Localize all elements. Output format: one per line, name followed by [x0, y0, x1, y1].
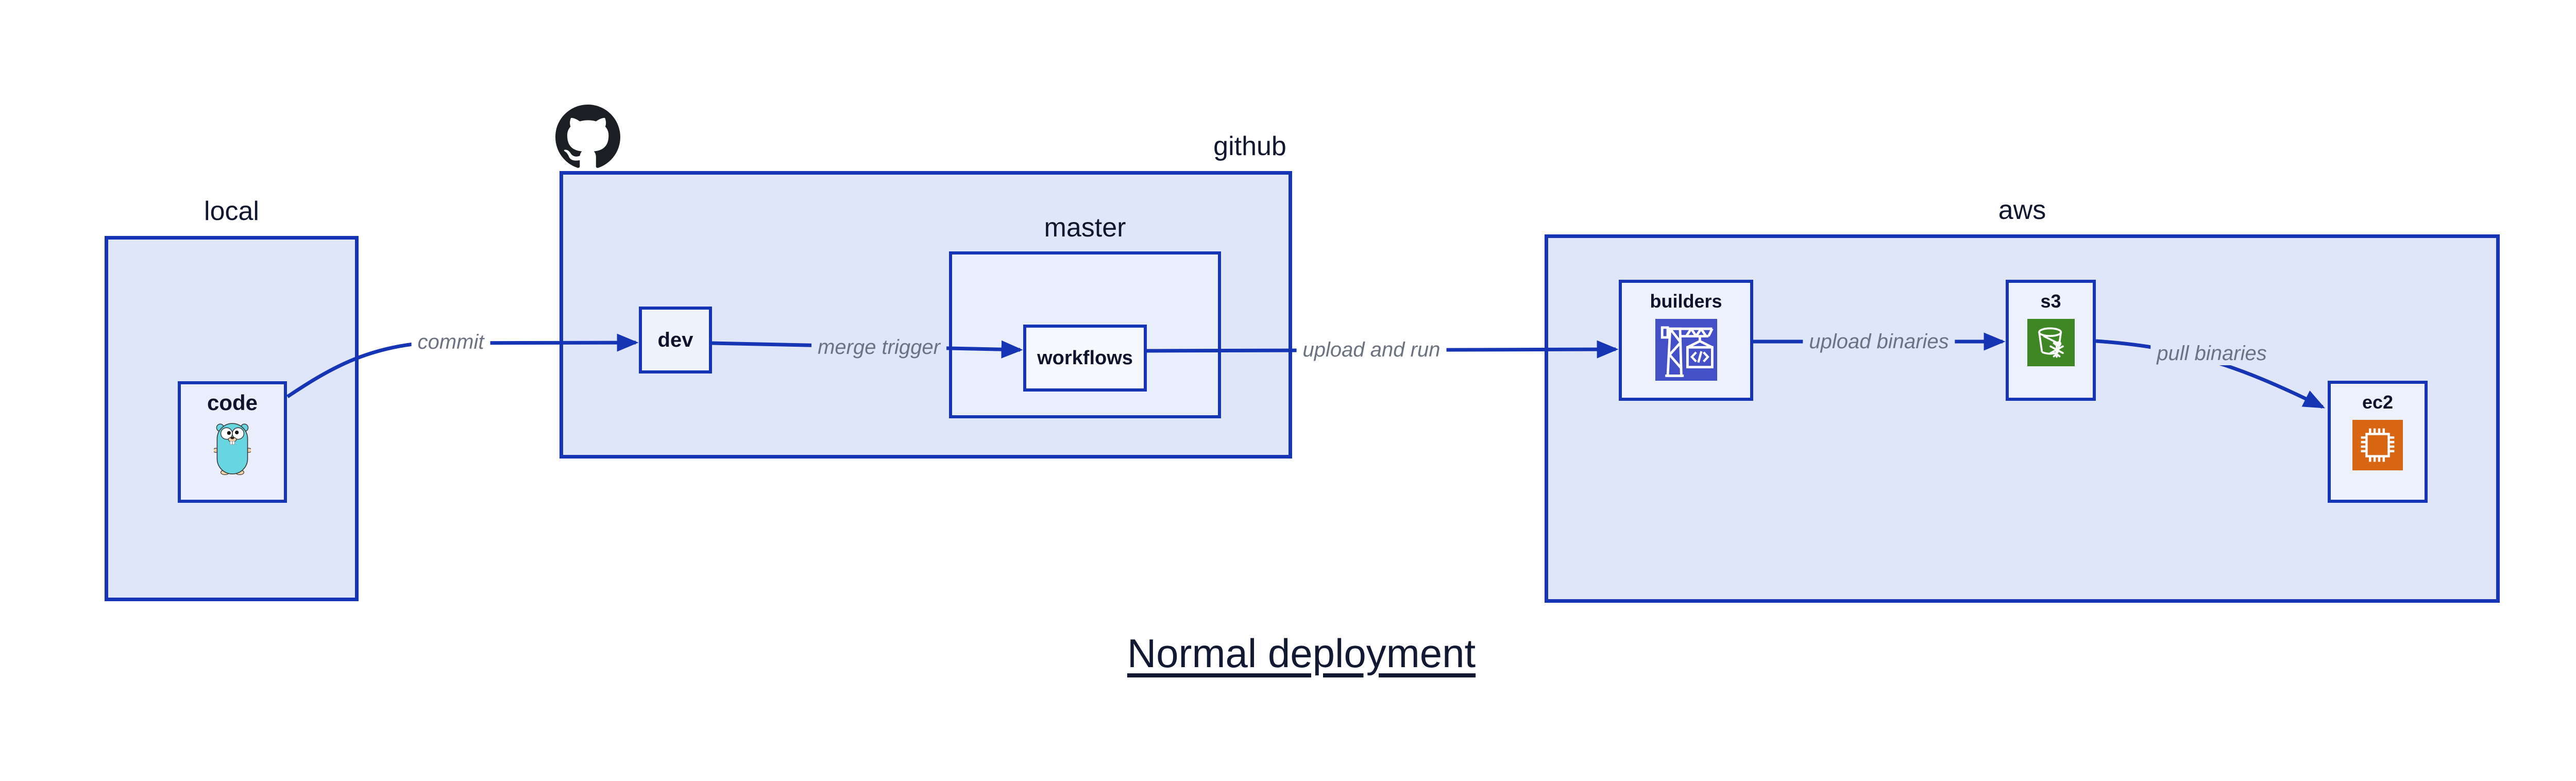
container-label-github: github [1213, 131, 1286, 161]
ec2-chip-icon [2352, 420, 2403, 470]
node-label-workflows: workflows [1037, 347, 1133, 369]
edge-label-commit: commit [411, 330, 490, 354]
node-label-dev: dev [657, 329, 693, 351]
diagram-title: Normal deployment [1127, 631, 1476, 676]
container-label-master: master [1044, 213, 1126, 243]
go-gopher-icon [214, 423, 251, 475]
node-code: code [178, 381, 287, 503]
edge-label-pull-binaries: pull binaries [2150, 342, 2273, 365]
edge-label-upload-and-run: upload and run [1296, 338, 1447, 362]
container-label-local: local [204, 196, 259, 226]
container-label-aws: aws [1998, 195, 2046, 225]
edge-label-upload-binaries: upload binaries [1803, 330, 1955, 353]
node-workflows: workflows [1023, 325, 1147, 392]
aws-codebuild-icon [1655, 319, 1717, 381]
github-octocat-icon [555, 105, 620, 168]
node-builders: builders [1619, 280, 1753, 401]
s3-glacier-bucket-icon [2027, 319, 2075, 366]
node-s3: s3 [2006, 280, 2096, 401]
node-dev: dev [639, 307, 712, 373]
node-label-s3: s3 [2040, 291, 2061, 312]
node-label-ec2: ec2 [2362, 392, 2394, 413]
node-label-code: code [207, 390, 258, 415]
edge-label-merge-trigger: merge trigger [811, 335, 946, 359]
node-label-builders: builders [1650, 291, 1722, 312]
node-ec2: ec2 [2328, 381, 2428, 503]
